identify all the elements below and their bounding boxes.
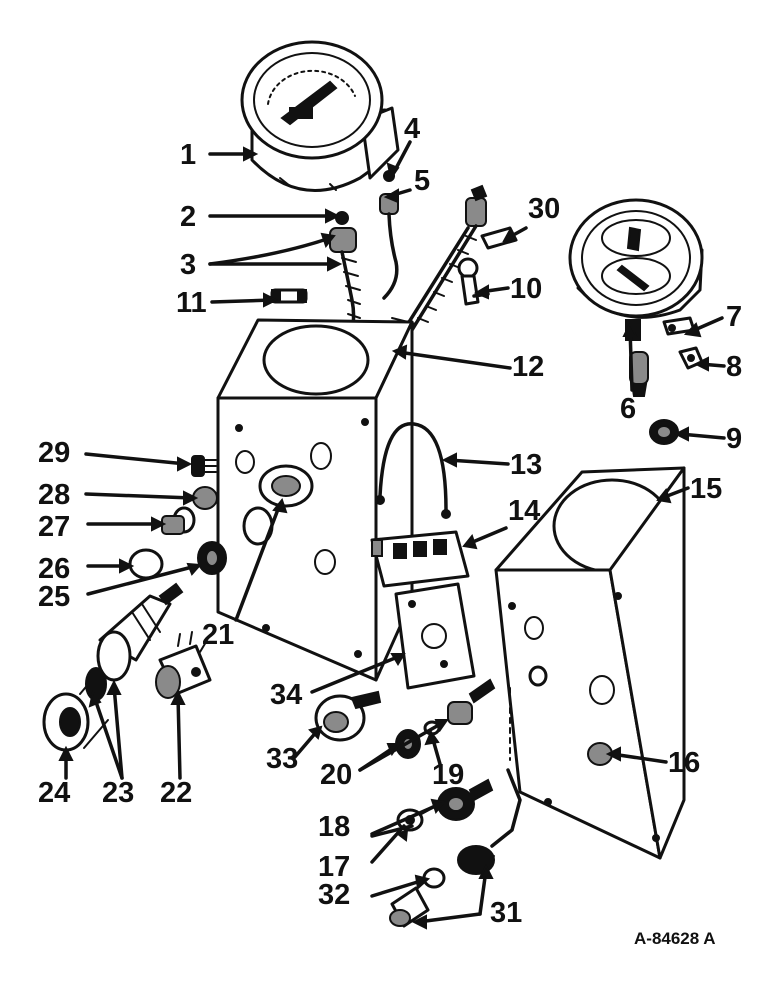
gauge-tachometer xyxy=(240,40,400,192)
switch-knob-small xyxy=(161,506,196,535)
reference-code: A-84628 A xyxy=(634,929,716,948)
callout-9: 9 xyxy=(726,423,742,455)
callout-32: 32 xyxy=(318,879,350,911)
lamp-holder-small xyxy=(379,170,399,300)
callout-34: 34 xyxy=(270,679,302,711)
callout-10: 10 xyxy=(510,273,542,305)
callout-5: 5 xyxy=(414,165,430,197)
gauge-combination xyxy=(568,198,704,341)
callout-7: 7 xyxy=(726,301,742,333)
callout-23: 23 xyxy=(102,777,134,809)
ignition-switch xyxy=(42,582,184,752)
fuse xyxy=(270,288,308,304)
callout-24: 24 xyxy=(38,777,70,809)
bracket-small xyxy=(457,257,490,306)
callout-33: 33 xyxy=(266,743,298,775)
rotary-switch xyxy=(155,631,212,699)
tachometer-cable xyxy=(402,184,488,332)
callout-4: 4 xyxy=(404,113,420,145)
callout-28: 28 xyxy=(38,479,70,511)
callout-29: 29 xyxy=(38,437,70,469)
cap xyxy=(128,548,164,580)
instrument-panel-housing xyxy=(216,317,417,682)
callout-1: 1 xyxy=(180,139,196,171)
callout-21: 21 xyxy=(202,619,234,651)
callout-labels: 1 2 3 4 5 6 7 8 9 10 11 12 13 14 15 16 1… xyxy=(38,113,742,948)
sender-switch xyxy=(314,690,382,742)
callout-22: 22 xyxy=(160,777,192,809)
callout-15: 15 xyxy=(690,473,722,505)
callout-11: 11 xyxy=(176,287,207,319)
callout-3: 3 xyxy=(180,249,196,281)
grommet-gauge xyxy=(649,419,679,445)
callout-27: 27 xyxy=(38,511,70,543)
callout-12: 12 xyxy=(512,351,544,383)
callout-13: 13 xyxy=(510,449,542,481)
callout-25: 25 xyxy=(38,581,70,613)
callout-17: 17 xyxy=(318,851,350,883)
secondary-panel xyxy=(494,466,686,860)
callout-18: 18 xyxy=(318,811,350,843)
callout-19: 19 xyxy=(432,759,464,791)
callout-2: 2 xyxy=(180,201,196,233)
callout-14: 14 xyxy=(508,495,540,527)
switch-gasket-plate xyxy=(394,582,476,690)
callout-31: 31 xyxy=(490,897,522,929)
lock-washer xyxy=(197,541,227,575)
callout-8: 8 xyxy=(726,351,742,383)
bolt xyxy=(191,455,217,477)
callout-20: 20 xyxy=(320,759,352,791)
callout-26: 26 xyxy=(38,553,70,585)
arrowheads xyxy=(58,146,709,930)
gauge-fitting xyxy=(629,351,649,397)
callout-16: 16 xyxy=(668,747,700,779)
terminal-block xyxy=(370,530,470,588)
callout-30: 30 xyxy=(528,193,560,225)
ground-wire xyxy=(375,422,451,519)
callout-6: 6 xyxy=(620,393,636,425)
